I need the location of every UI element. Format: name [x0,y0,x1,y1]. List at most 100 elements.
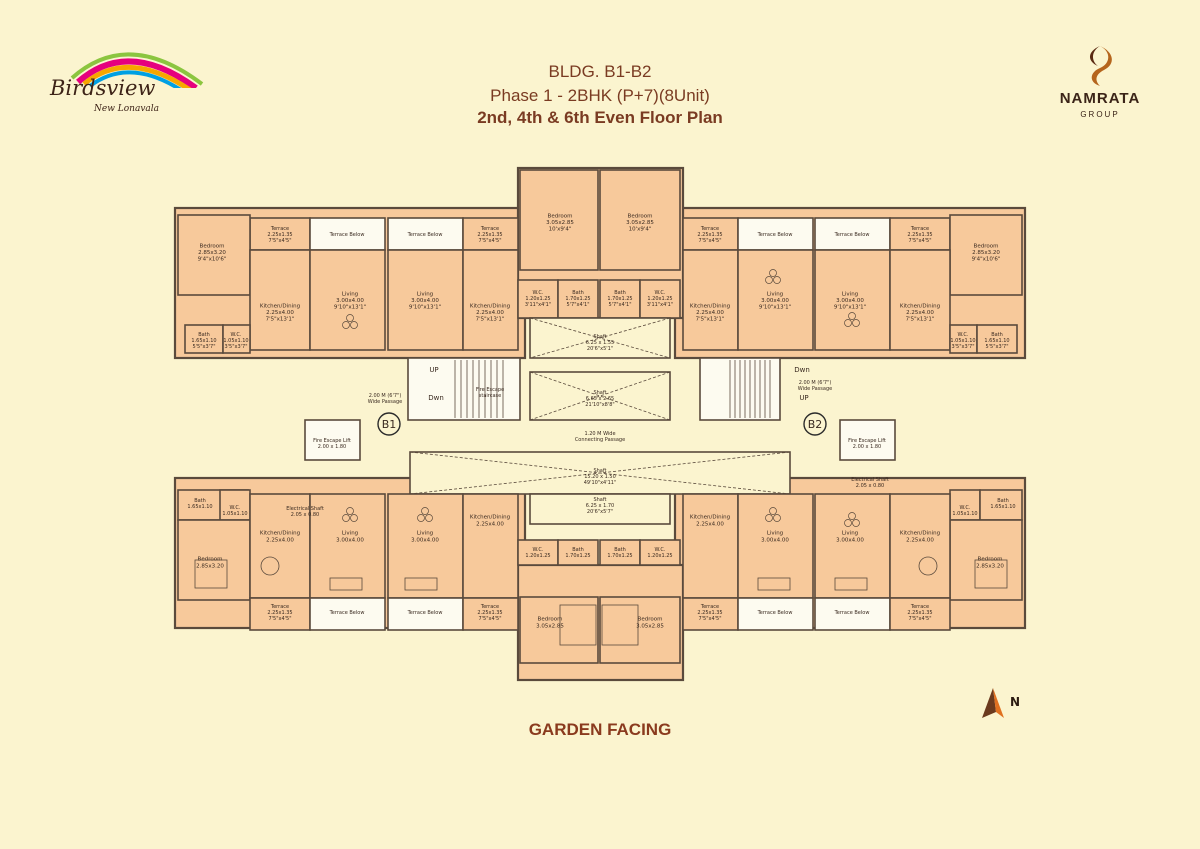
b2-label: B2 [808,418,823,431]
namrata-emblem-icon [1090,46,1112,86]
terrace-below-t2-label: Terrace Below [407,232,443,238]
phase-subtitle: Phase 1 - 2BHK (P+7)(8Unit) [490,86,710,105]
fire-lift-right [839,419,896,461]
wc-br [949,489,981,521]
terrace-below-t4-label: Terrace Below [834,232,870,238]
terrace-below-b1 [309,597,386,631]
living-b3 [737,493,814,599]
kitchen-t3 [682,249,739,351]
terrace-below-t4 [814,217,891,251]
furniture-mark-4-0 [421,507,429,515]
fire-stair-left [407,357,521,421]
furniture-mark-4-1 [417,514,425,522]
bath-bc-r [599,539,641,566]
birdsview-logo: Birdsview New Lonavala [48,48,204,118]
kitchen-t2 [462,249,519,351]
furniture-mark-0-1 [342,321,350,329]
dining-table-0 [260,556,280,576]
sofa-2 [757,577,791,591]
b2-marker [803,412,827,436]
stair-direction-1: Dwn [428,394,444,402]
living-b1 [309,493,386,599]
furniture-mark-2-0 [848,312,856,320]
dining-table-1 [918,556,938,576]
terrace-t2 [462,217,519,251]
stair-direction-0: UP [429,366,438,374]
logo-left-name: Birdsview [50,76,156,100]
floor-plan-title: 2nd, 4th & 6th Even Floor Plan [477,108,723,127]
furniture-mark-6-0 [848,512,856,520]
furniture-mark-4-2 [425,514,433,522]
living-t1 [309,249,386,351]
furniture-mark-1-0 [769,269,777,277]
logo-right-name: NAMRATA [1059,90,1141,107]
stair-direction-2: Dwn [794,366,810,374]
wc-bc-l-label: W.C.1.20x1.25 [525,547,550,559]
top-center-bedroom-l [519,169,599,271]
terrace-b4 [889,597,951,631]
bed-center-1 [601,604,639,646]
terrace-below-b3-label: Terrace Below [757,610,793,616]
shaft-low-2 [529,493,671,525]
compass-label: N [1010,695,1020,709]
bottom-center-bedroom-l [519,596,599,664]
living-b4 [814,493,891,599]
furniture-mark-2-1 [844,319,852,327]
sofa-1 [404,577,438,591]
rainbow-arc-icon [70,52,204,88]
kitchen-t4 [889,249,951,351]
wc-tr [949,324,978,354]
terrace-below-t1-label: Terrace Below [329,232,365,238]
furniture-mark-2-2 [852,319,860,327]
living-t2 [387,249,464,351]
kitchen-b1 [249,493,311,599]
terrace-below-b1-label: Terrace Below [329,610,365,616]
bath-bc-l [557,539,599,566]
top-left-bedroom [177,214,251,296]
furniture-mark-6-2 [852,519,860,527]
furniture-mark-1-1 [765,276,773,284]
wc-tl [222,324,251,354]
sofa-0 [329,577,363,591]
garden-facing-label: GARDEN FACING [528,720,672,739]
wc-bc-r-label: W.C.1.20x1.25 [647,547,672,559]
kitchen-b4 [889,493,951,599]
wc-tc-r [639,279,681,319]
top-center-bedroom-r [599,169,681,271]
building-title: BLDG. B1-B2 [548,62,652,81]
